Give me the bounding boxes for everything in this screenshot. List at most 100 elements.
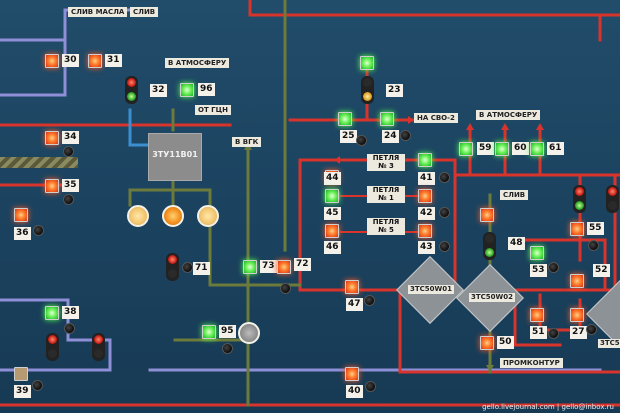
knob-41[interactable] xyxy=(439,172,450,183)
lamp-36[interactable] xyxy=(14,208,28,222)
lamp-45-indicator[interactable] xyxy=(325,189,339,203)
knob-36[interactable] xyxy=(33,225,44,236)
knob-72[interactable] xyxy=(280,283,291,294)
tag-32: 32 xyxy=(150,84,167,97)
lamp-24[interactable] xyxy=(380,112,394,126)
lamp-53[interactable] xyxy=(530,246,544,260)
lamp-31[interactable] xyxy=(88,54,102,68)
lamp-51[interactable] xyxy=(530,308,544,322)
gauge-4 xyxy=(238,322,260,344)
signal-2 xyxy=(361,76,374,104)
knob-47[interactable] xyxy=(364,295,375,306)
knob-95[interactable] xyxy=(222,343,233,354)
knob-27[interactable] xyxy=(586,324,597,335)
tag-46: 46 xyxy=(324,241,341,254)
knob-34[interactable] xyxy=(63,146,74,157)
knob-24[interactable] xyxy=(400,130,411,141)
tag-47: 47 xyxy=(346,298,363,311)
tag-53: 53 xyxy=(530,264,547,277)
tag-42: 42 xyxy=(418,207,435,220)
lamp-46-indicator[interactable] xyxy=(325,224,339,238)
tag-55: 55 xyxy=(587,222,604,235)
knob-55[interactable] xyxy=(588,240,599,251)
tag-95: 95 xyxy=(219,325,236,338)
signal-7 xyxy=(573,185,586,213)
knob-25[interactable] xyxy=(356,135,367,146)
lamp-95[interactable] xyxy=(202,325,216,339)
knob-51[interactable] xyxy=(548,328,559,339)
tag-44: 44 xyxy=(324,172,341,185)
lamp-73[interactable] xyxy=(243,260,257,274)
lamp-41[interactable] xyxy=(418,153,432,167)
tag-96: 96 xyxy=(198,83,215,96)
knob-35[interactable] xyxy=(63,194,74,205)
lamp-34[interactable] xyxy=(45,131,59,145)
lamp-96[interactable] xyxy=(180,83,194,97)
signal-5 xyxy=(92,333,105,361)
tag-43: 43 xyxy=(418,241,435,254)
lamp-43[interactable] xyxy=(418,224,432,238)
lamp-72[interactable] xyxy=(277,260,291,274)
lamp-55[interactable] xyxy=(570,222,584,236)
gauge-2 xyxy=(162,205,184,227)
tag-40: 40 xyxy=(346,385,363,398)
label-promkontur: ПРОМКОНТУР xyxy=(500,358,563,368)
knob-38[interactable] xyxy=(64,323,75,334)
lamp-top-svo[interactable] xyxy=(360,56,374,70)
label-sliv: СЛИВ xyxy=(130,7,159,17)
tag-60: 60 xyxy=(512,142,529,155)
tag-27: 27 xyxy=(570,326,587,339)
tag-52: 52 xyxy=(593,264,610,277)
label-sliv-masla: СЛИВ МАСЛА xyxy=(68,7,128,17)
tag-41: 41 xyxy=(418,172,435,185)
gauge-1 xyxy=(127,205,149,227)
lamp-47[interactable] xyxy=(345,280,359,294)
tag-50: 50 xyxy=(497,336,514,349)
lamp-60[interactable] xyxy=(495,142,509,156)
tag-36: 36 xyxy=(14,227,31,240)
signal-1 xyxy=(125,76,138,104)
label-sliv-2: СЛИВ xyxy=(500,190,529,200)
tag-38: 38 xyxy=(62,306,79,319)
lamp-30[interactable] xyxy=(45,54,59,68)
lamp-50[interactable] xyxy=(480,336,494,350)
tag-71: 71 xyxy=(193,262,210,275)
signal-8 xyxy=(606,185,619,213)
tag-30: 30 xyxy=(62,54,79,67)
lamp-61[interactable] xyxy=(530,142,544,156)
tank-box: 3ТУ11В01 xyxy=(148,133,202,181)
lamp-39[interactable] xyxy=(14,367,28,381)
tag-61: 61 xyxy=(547,142,564,155)
lamp-52[interactable] xyxy=(570,274,584,288)
lamp-27[interactable] xyxy=(570,308,584,322)
lamp-sliv[interactable] xyxy=(480,208,494,222)
lamp-35[interactable] xyxy=(45,179,59,193)
valve-label-2: 3ТС50W02 xyxy=(469,293,515,302)
tag-39: 39 xyxy=(14,385,31,398)
tag-23: 23 xyxy=(386,84,403,97)
tag-73: 73 xyxy=(260,260,277,273)
label-ot-gun: ОТ ГЦН xyxy=(195,105,231,115)
knob-71[interactable] xyxy=(182,262,193,273)
lamp-38[interactable] xyxy=(45,306,59,320)
knob-39[interactable] xyxy=(32,380,43,391)
knob-42[interactable] xyxy=(439,207,450,218)
tag-59: 59 xyxy=(477,142,494,155)
lamp-25[interactable] xyxy=(338,112,352,126)
label-na-svo2: НА СВО-2 xyxy=(414,113,458,123)
lamp-42[interactable] xyxy=(418,189,432,203)
valve-label-1: 3ТС50W01 xyxy=(408,285,454,294)
tag-35: 35 xyxy=(62,179,79,192)
tag-34: 34 xyxy=(62,131,79,144)
knob-43[interactable] xyxy=(439,241,450,252)
knob-40[interactable] xyxy=(365,381,376,392)
valve-label-3: 3ТС5 xyxy=(598,339,620,348)
lamp-40[interactable] xyxy=(345,367,359,381)
tag-51: 51 xyxy=(530,326,547,339)
lamp-59[interactable] xyxy=(459,142,473,156)
knob-53[interactable] xyxy=(548,262,559,273)
